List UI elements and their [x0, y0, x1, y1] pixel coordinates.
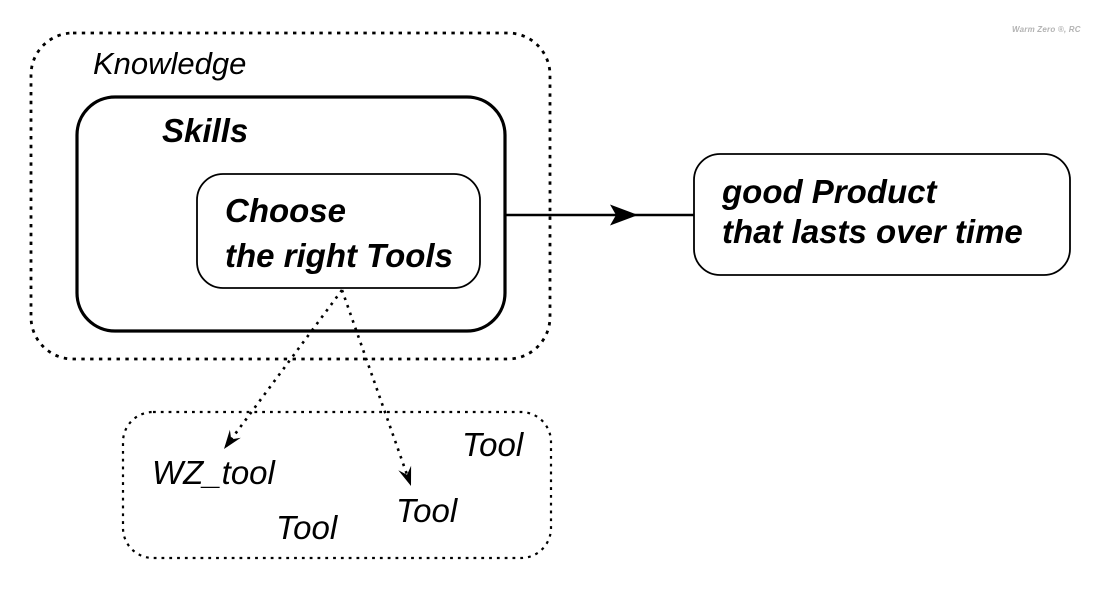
choose-to-tool-arrowhead-icon [398, 465, 412, 486]
skills-to-product-arrowhead-icon [610, 204, 638, 226]
choose-to-tool-arrow [340, 289, 413, 487]
choose-to-tool-arrow-line [340, 289, 413, 487]
tool-label-middle: Tool [396, 492, 458, 529]
choose-to-wztool-arrow [222, 289, 344, 450]
product-label: good Product that lasts over time [722, 173, 1023, 250]
knowledge-label: Knowledge [93, 46, 247, 81]
choose-to-wztool-arrowhead-icon [224, 429, 241, 449]
skills-to-product-arrow [505, 204, 694, 226]
choose-to-wztool-arrow-line [222, 289, 344, 450]
watermark: Warm Zero ®, RC [1012, 25, 1081, 34]
skills-label: Skills [162, 112, 249, 149]
tool-label-top-right: Tool [462, 426, 524, 463]
choose-tools-box [196, 173, 481, 289]
choose-tools-label: Choose the right Tools [225, 192, 453, 274]
tool-label-bottom: Tool [276, 509, 338, 546]
wz-tool-label: WZ_tool [152, 454, 275, 491]
